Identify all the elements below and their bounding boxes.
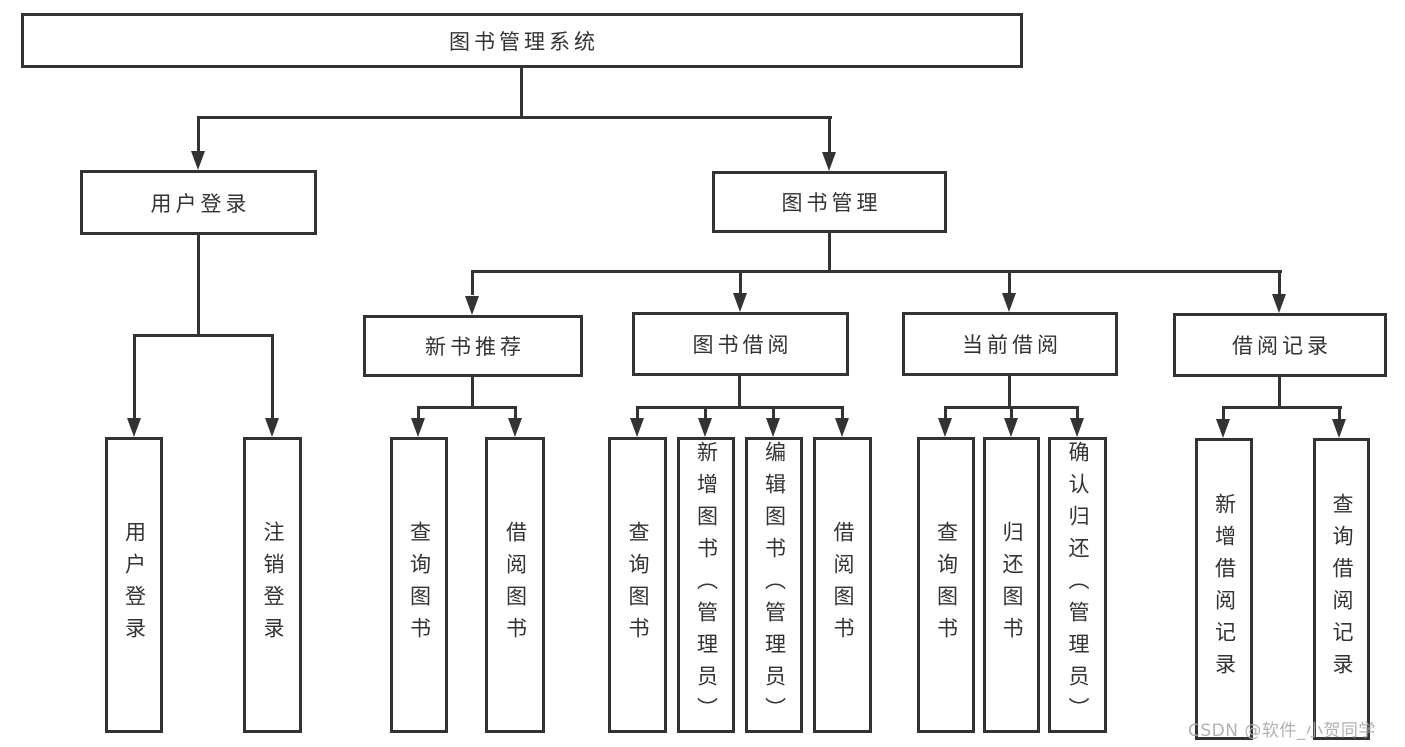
node-label: 借阅记录 <box>1232 334 1332 358</box>
arrowhead-down-icon <box>1004 418 1018 437</box>
node-label: 编辑图书（管理员） <box>762 441 787 729</box>
arrowhead-down-icon <box>822 152 836 171</box>
node-label: 新增借阅记录 <box>1212 493 1237 685</box>
leaf-confirm-return-admin: 确认归还（管理员） <box>1048 437 1107 733</box>
leaf-add-borrow-record: 新增借阅记录 <box>1195 438 1253 740</box>
leaf-borrow-books-borrowing: 借阅图书 <box>813 437 872 733</box>
node-label: 查询图书 <box>626 521 650 649</box>
leaf-edit-books-admin: 编辑图书（管理员） <box>745 437 803 733</box>
connector-line <box>944 406 947 420</box>
leaf-logout-login: 注销登录 <box>243 437 302 733</box>
connector-line <box>1076 406 1079 420</box>
connector-line <box>471 270 1282 273</box>
connector-line <box>772 406 775 420</box>
connector-line <box>1278 270 1281 295</box>
arrowhead-down-icon <box>1332 419 1346 438</box>
arrowhead-down-icon <box>938 418 952 437</box>
connector-line <box>636 406 639 420</box>
connector-line <box>828 233 831 273</box>
node-label: 用户登录 <box>150 191 251 216</box>
arrowhead-down-icon <box>508 418 522 437</box>
leaf-query-books-borrowing: 查询图书 <box>608 437 667 733</box>
node-book-management: 图书管理 <box>712 171 947 233</box>
node-label: 新书推荐 <box>425 335 525 359</box>
arrowhead-down-icon <box>465 296 479 315</box>
arrowhead-down-icon <box>127 418 141 437</box>
connector-line <box>197 116 832 119</box>
connector-line <box>197 235 200 337</box>
connector-line <box>1010 406 1013 420</box>
connector-line <box>1338 406 1341 420</box>
node-label: 图书管理 <box>781 191 882 215</box>
connector-line <box>828 116 831 153</box>
connector-line <box>417 406 420 420</box>
node-label: 查询图书 <box>934 521 959 649</box>
connector-line <box>133 334 274 337</box>
arrowhead-down-icon <box>1272 294 1286 313</box>
leaf-borrow-books-recommend: 借阅图书 <box>485 437 545 733</box>
arrowhead-down-icon <box>835 418 849 437</box>
leaf-return-books: 归还图书 <box>983 437 1040 733</box>
connector-line <box>1008 270 1011 295</box>
node-label: 新增图书（管理员） <box>694 441 719 729</box>
node-label: 借阅图书 <box>831 521 855 649</box>
connector-line <box>1222 406 1342 409</box>
leaf-query-books-recommend: 查询图书 <box>390 437 448 733</box>
connector-line <box>133 334 136 419</box>
node-label: 当前借阅 <box>962 333 1062 357</box>
connector-line <box>1008 376 1011 409</box>
connector-line <box>841 406 844 420</box>
connector-line <box>471 377 474 409</box>
arrowhead-down-icon <box>1002 293 1016 312</box>
connector-line <box>1222 406 1225 420</box>
connector-line <box>514 406 517 420</box>
connector-line <box>636 406 844 409</box>
leaf-user-login: 用户登录 <box>105 437 163 733</box>
node-label: 借阅图书 <box>503 521 528 649</box>
connector-line <box>417 406 517 409</box>
connector-line <box>704 406 707 420</box>
node-book-borrowing: 图书借阅 <box>632 312 849 376</box>
connector-line <box>1278 377 1281 409</box>
connector-line <box>739 270 742 295</box>
node-label: 归还图书 <box>1000 521 1024 649</box>
connector-line <box>271 334 274 419</box>
node-user-login: 用户登录 <box>80 170 317 235</box>
leaf-query-books-current: 查询图书 <box>917 437 975 733</box>
leaf-query-borrow-record: 查询借阅记录 <box>1313 438 1370 740</box>
node-label: 用户登录 <box>122 521 147 649</box>
connector-line <box>197 116 200 152</box>
arrowhead-down-icon <box>411 418 425 437</box>
node-label: 图书管理系统 <box>449 29 599 54</box>
node-new-book-recommend: 新书推荐 <box>363 315 583 377</box>
arrowhead-down-icon <box>265 418 279 437</box>
connector-line <box>471 270 474 295</box>
node-library-management-system: 图书管理系统 <box>21 13 1023 68</box>
node-label: 查询图书 <box>407 521 432 649</box>
csdn-watermark: CSDN @软件_小贺同学 <box>1188 721 1376 741</box>
arrowhead-down-icon <box>733 293 747 312</box>
leaf-add-books-admin: 新增图书（管理员） <box>677 437 735 733</box>
arrowhead-down-icon <box>630 418 644 437</box>
arrowhead-down-icon <box>1070 418 1084 437</box>
arrowhead-down-icon <box>1216 419 1230 438</box>
arrowhead-down-icon <box>698 418 712 437</box>
connector-line <box>520 68 523 118</box>
node-borrowing-records: 借阅记录 <box>1173 313 1387 377</box>
node-label: 确认归还（管理员） <box>1066 441 1090 729</box>
connector-line <box>738 376 741 409</box>
arrowhead-down-icon <box>191 151 205 170</box>
node-label: 图书借阅 <box>692 333 793 357</box>
node-label: 查询借阅记录 <box>1330 493 1354 685</box>
node-current-borrowing: 当前借阅 <box>902 312 1118 376</box>
arrowhead-down-icon <box>766 418 780 437</box>
node-label: 注销登录 <box>261 521 285 649</box>
